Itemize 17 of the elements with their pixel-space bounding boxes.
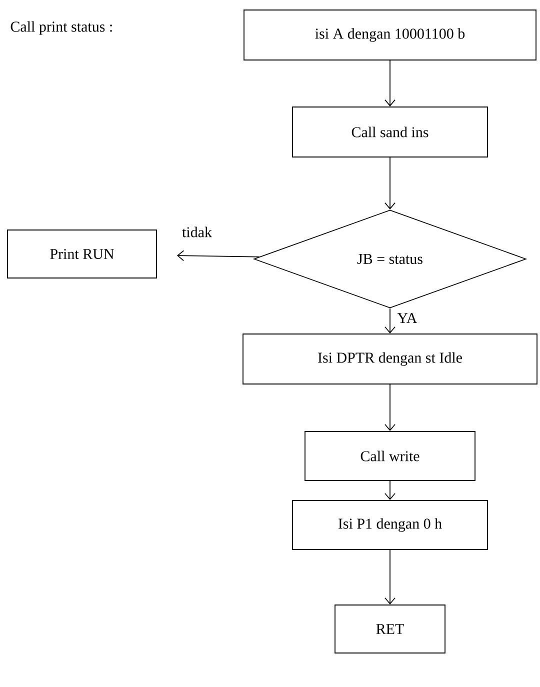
- edge-label: YA: [397, 313, 418, 323]
- process-box: Isi P1 dengan 0 h: [292, 500, 488, 550]
- process-box: Isi DPTR dengan st Idle: [242, 334, 538, 384]
- arrow: [384, 550, 396, 605]
- process-box: Print RUN: [7, 230, 157, 278]
- arrow: [384, 384, 396, 432]
- arrow: [384, 480, 396, 500]
- edge-label: tidak: [182, 226, 212, 238]
- process-box: RET: [334, 604, 446, 654]
- arrow: [384, 157, 396, 210]
- arrow: [384, 308, 396, 334]
- process-box: Call write: [304, 431, 476, 481]
- process-box: isi A dengan 10001100 b: [244, 10, 536, 60]
- arrow: [176, 250, 260, 262]
- note-text: Call print status :: [10, 21, 112, 35]
- process-box: Call sand ins: [292, 106, 488, 158]
- arrow: [384, 60, 396, 107]
